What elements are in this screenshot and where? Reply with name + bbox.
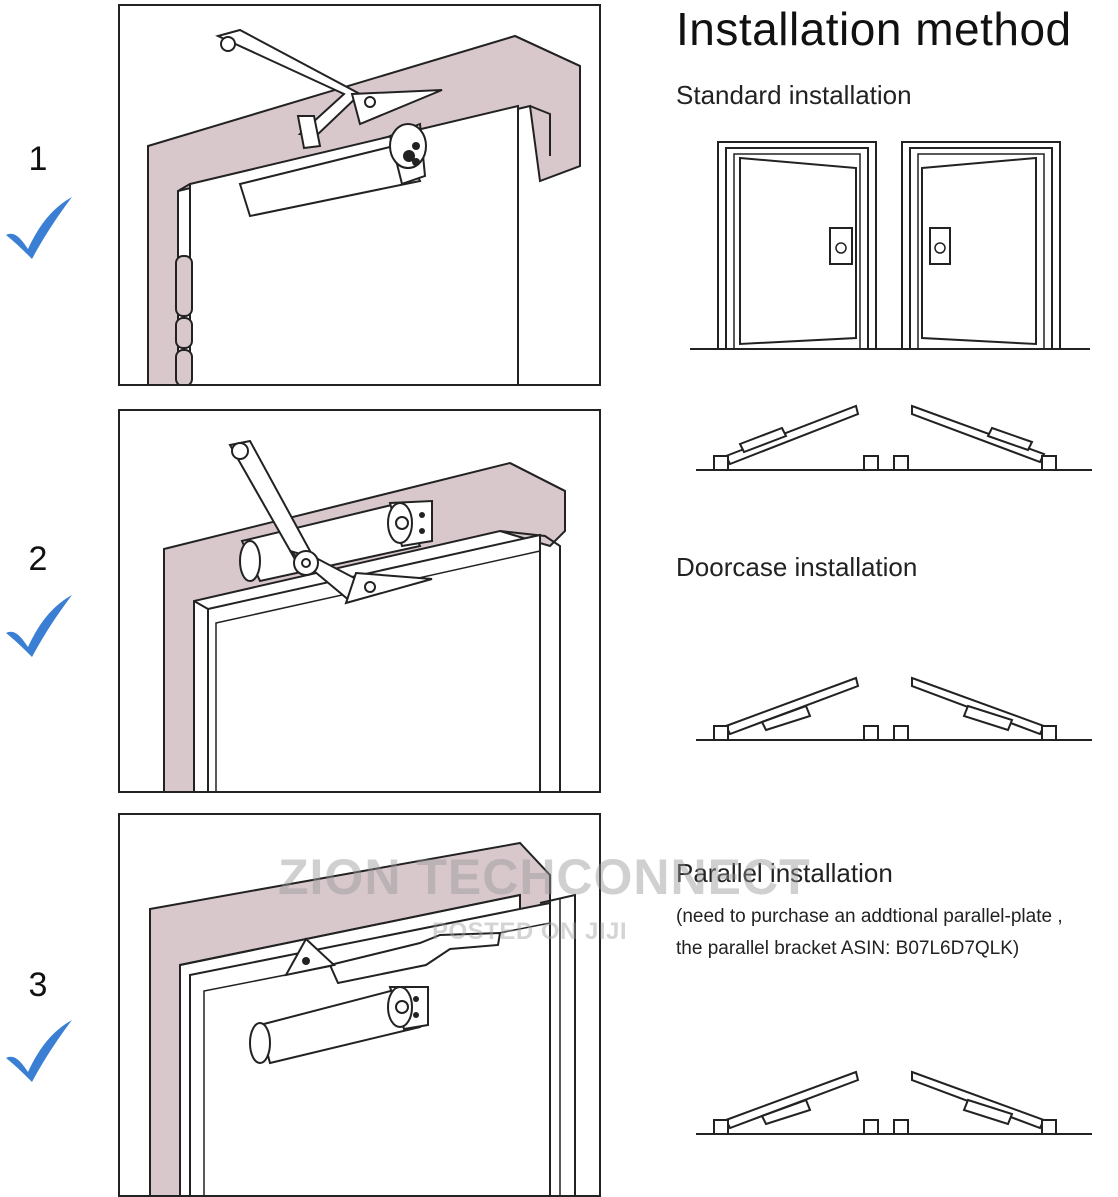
standard-top-view [696,404,1092,471]
step-number-3: 3 [28,966,48,1004]
doorcase-top-view [696,676,1092,741]
section-title-doorcase: Doorcase installation [676,552,918,582]
standard-door-illustration [690,141,1090,350]
section-title-parallel: Parallel installation [676,858,893,888]
parallel-note-line-2: the parallel bracket ASIN: B07L6D7QLK) [676,938,1020,959]
watermark-sub: POSTED ON JIJI [432,918,628,945]
parallel-top-view [696,1070,1092,1135]
panel-doorcase-install [118,409,601,793]
checkmark-icon [6,595,72,657]
checkmark-icon [6,1020,72,1082]
step-number-2: 2 [28,540,48,578]
panel-standard-install [118,4,601,386]
watermark: ZION TECHCONNECT [278,849,811,905]
checkmark-icon [6,197,72,259]
panel-parallel-install [118,813,601,1197]
page-title: Installation method [676,3,1072,55]
parallel-note-line-1: (need to purchase an addtional parallel-… [676,906,1063,927]
step-number-1: 1 [28,140,48,178]
section-title-standard: Standard installation [676,80,912,110]
